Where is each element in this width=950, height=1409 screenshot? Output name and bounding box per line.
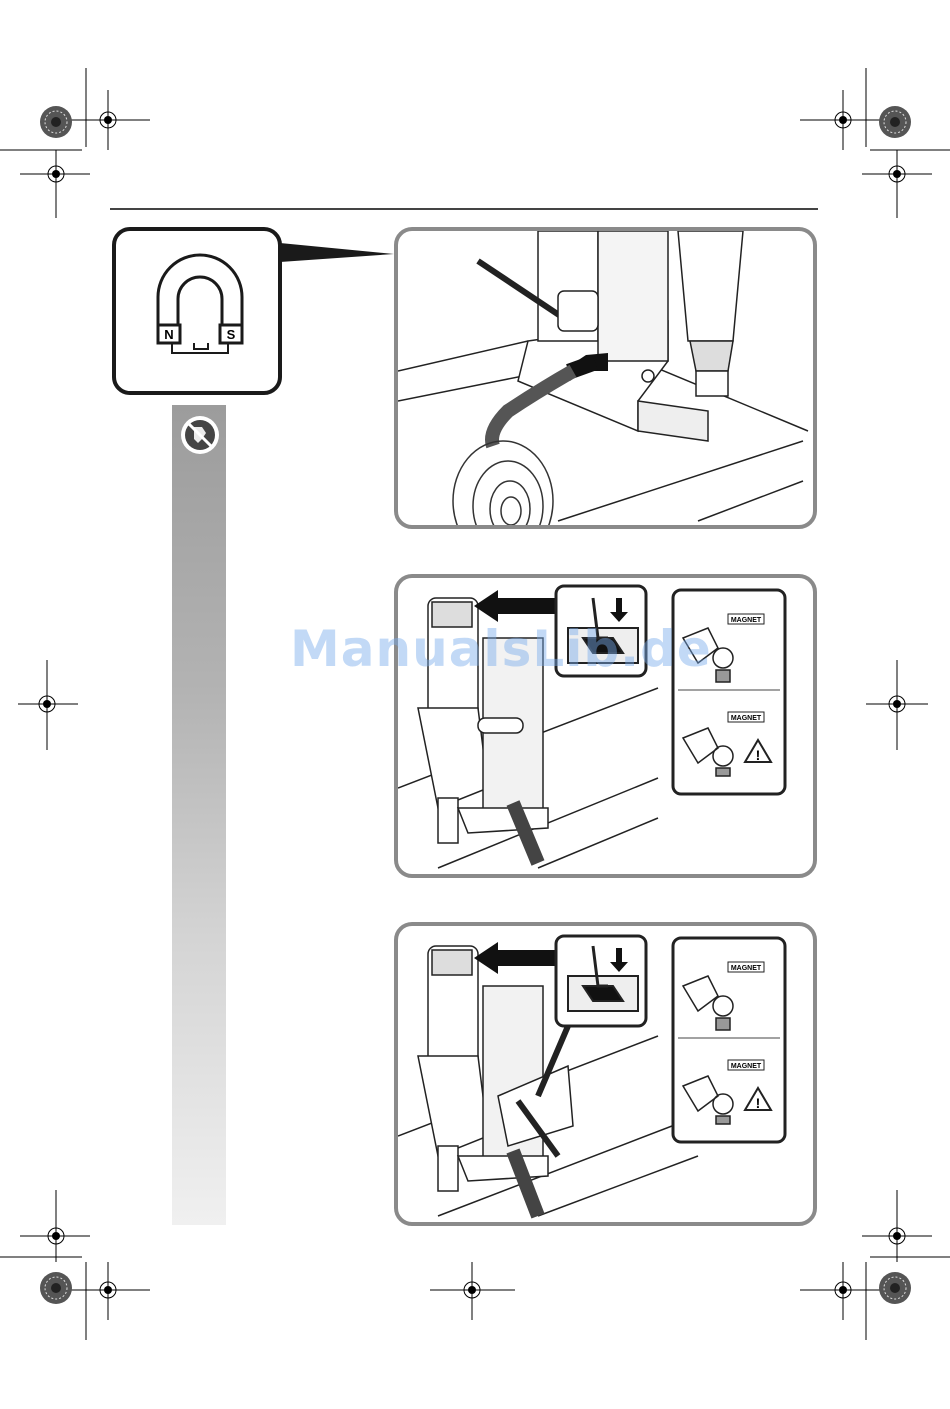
starburst-target-bottom-left — [40, 1272, 72, 1304]
magnet-indicator-label-top: MAGNET — [731, 965, 762, 972]
north-pole-label: N — [164, 327, 173, 342]
panel-magnet-base-cleaning — [394, 227, 817, 529]
no-touch-warning-icon — [176, 413, 230, 467]
watermark: ManualsLib.de — [290, 620, 670, 678]
south-pole-label: S — [227, 327, 236, 342]
magnet-indicator-label-bottom: MAGNET — [731, 1063, 762, 1070]
starburst-target-top-left — [40, 106, 72, 138]
starburst-target-top-right — [879, 106, 911, 138]
header-rule — [110, 208, 818, 210]
starburst-target-bottom-right — [879, 1272, 911, 1304]
horseshoe-magnet-icon: N S — [116, 231, 278, 391]
warning-exclamation-icon: ! — [756, 747, 761, 763]
callout-pointer — [280, 240, 400, 270]
magnet-indicator-label-top: MAGNET — [731, 617, 762, 624]
warning-exclamation-icon: ! — [756, 1095, 761, 1111]
drill-magnet-switch-illustration-2: MAGNET MAGNET ! — [398, 926, 813, 1222]
drill-base-strip-illustration — [398, 231, 813, 525]
magnet-indicator-label-bottom: MAGNET — [731, 715, 762, 722]
panel-magnet-switch-step-2: MAGNET MAGNET ! — [394, 922, 817, 1226]
sidebar-gradient — [172, 405, 226, 1225]
magnet-icon-box: N S — [112, 227, 282, 395]
